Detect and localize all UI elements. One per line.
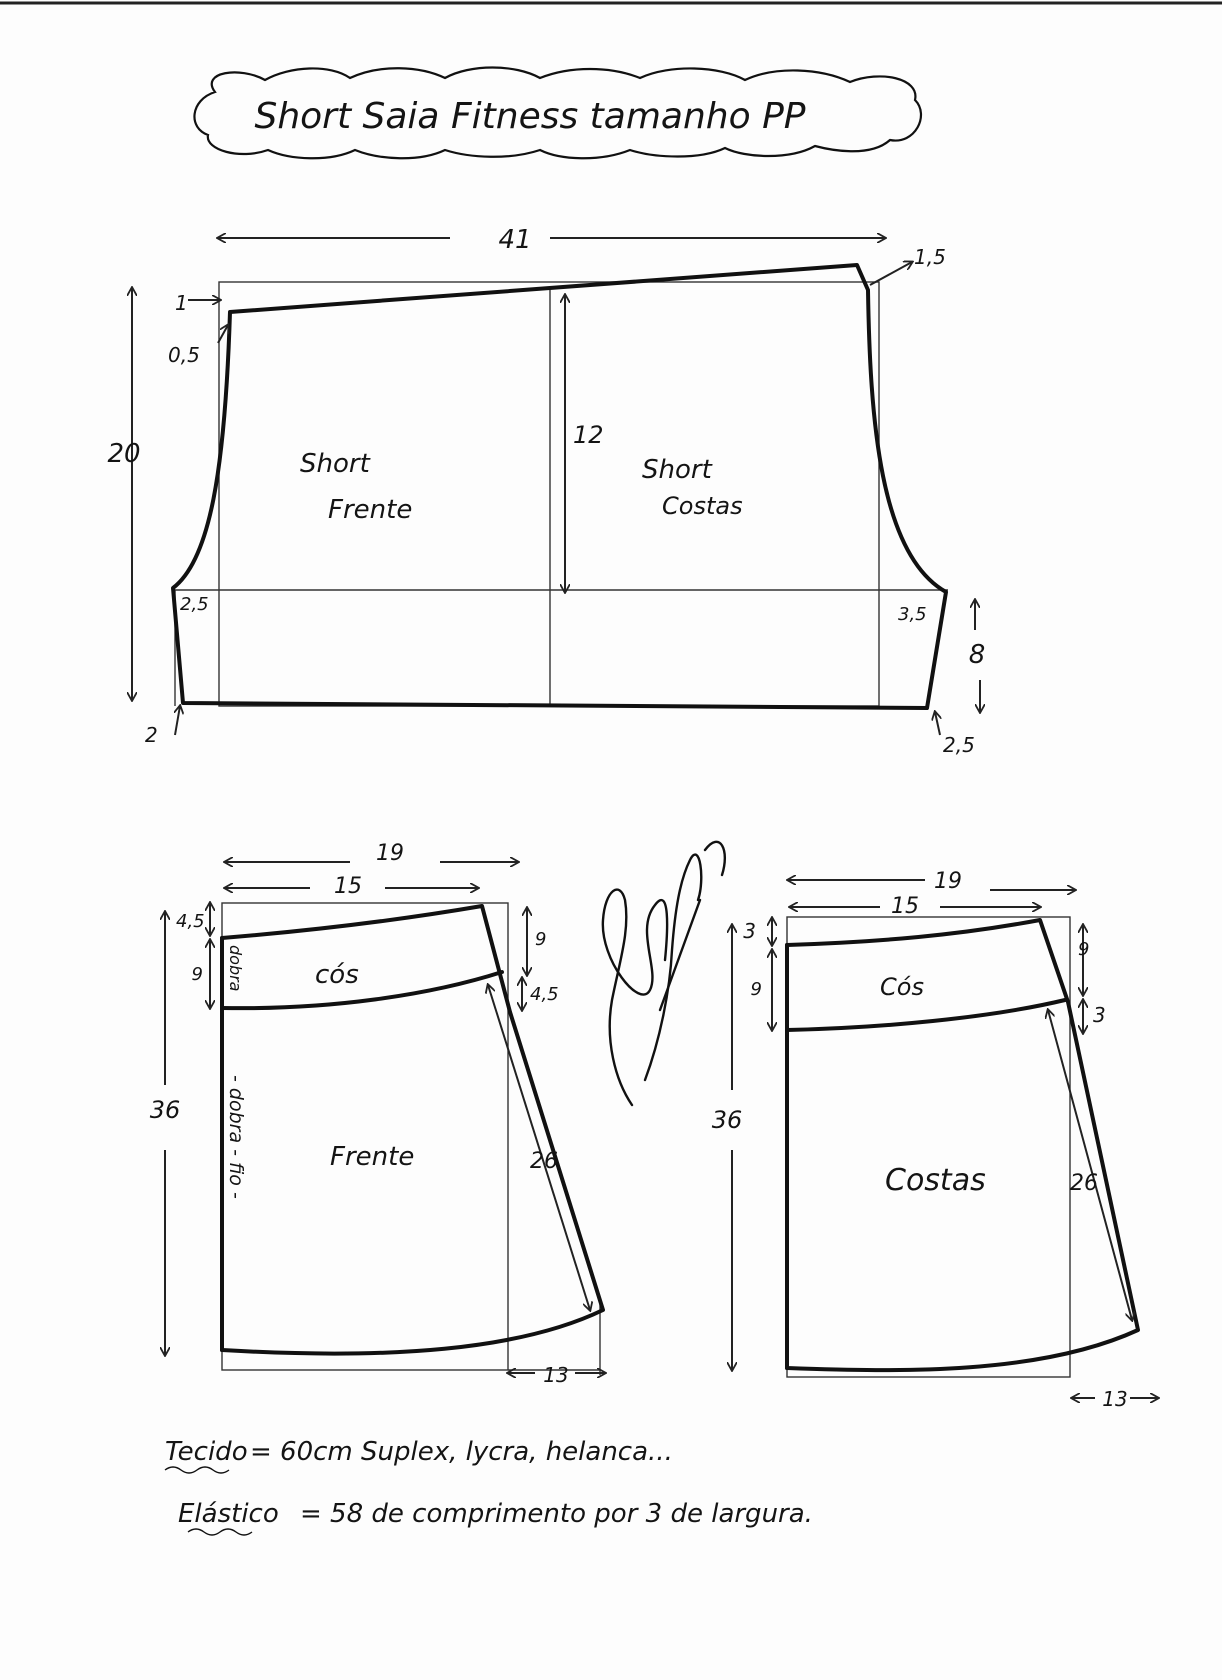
short-guide-rect [218, 281, 880, 707]
short-back-label-1: Short [642, 455, 713, 485]
skirt-front-fold-label: - dobra - fio - [225, 1075, 247, 1199]
skirt-front-length: 36 [150, 1096, 181, 1124]
short-height-label: 20 [107, 439, 140, 469]
skirt-front-labels: 19 15 4,5 9 dobra cós 9 4,5 36 - dobra -… [150, 841, 569, 1387]
skirt-front-hem-flare: 13 [543, 1363, 568, 1387]
page-title: Short Saia Fitness tamanho PP [254, 96, 805, 137]
skirt-front-outline [220, 904, 605, 1356]
notes: Tecido = 60cm Suplex, lycra, helanca... … [164, 1437, 813, 1536]
skirt-back-hem-flare: 13 [1102, 1387, 1127, 1411]
short-rise-label: 12 [573, 421, 604, 449]
skirt-front-side-length: 26 [530, 1149, 558, 1174]
skirt-back-width-outer: 19 [934, 869, 962, 894]
short-front-label-2: Frente [328, 495, 412, 525]
skirt-front-fold-band-label: dobra [226, 945, 245, 991]
skirt-back-width-inner: 15 [891, 894, 919, 919]
short-front-label-1: Short [300, 449, 371, 479]
short-leg-label: 8 [969, 640, 986, 670]
skirt-front-band-height: 9 [192, 964, 203, 985]
skirt-back-panel-label: Costas [885, 1163, 986, 1198]
skirt-front-guide-rect [221, 902, 509, 1371]
skirt-back-right-band: 9 [1078, 939, 1089, 960]
skirt-front-pattern [165, 862, 605, 1375]
short-top-drop-label: 1 [175, 291, 188, 315]
skirt-front-right-drop: 4,5 [530, 984, 559, 1005]
skirt-back-side-length: 26 [1070, 1171, 1098, 1196]
elastic-text: = 58 de comprimento por 3 de largura. [300, 1499, 813, 1529]
skirt-back-band-line [785, 998, 1067, 1032]
signature [601, 840, 727, 1107]
skirt-front-panel-label: Frente [330, 1142, 414, 1172]
short-top-raise-label: 1,5 [914, 245, 946, 269]
fabric-label: Tecido [165, 1437, 248, 1467]
skirt-front-band-line [220, 970, 504, 1011]
short-crotch-front-label: 2,5 [180, 594, 209, 615]
skirt-front-right-band: 9 [535, 929, 546, 950]
skirt-back-labels: 19 15 3 9 Cós 9 3 36 Costas 26 13 [712, 869, 1128, 1411]
title-cloud [193, 66, 922, 160]
skirt-front-width-outer: 19 [376, 841, 404, 866]
skirt-back-band-label: Cós [880, 973, 924, 1001]
short-outline [171, 263, 948, 710]
skirt-back-outline [785, 918, 1140, 1373]
skirt-back-length: 36 [712, 1106, 743, 1134]
short-hem-back-label: 2,5 [943, 733, 975, 757]
skirt-front-band-label: cós [315, 960, 359, 990]
short-pattern [132, 238, 980, 736]
elastic-label: Elástico [178, 1499, 279, 1529]
fabric-text: = 60cm Suplex, lycra, helanca... [250, 1437, 673, 1467]
skirt-back-guide-rect [786, 916, 1071, 1378]
skirt-front-width-inner: 15 [334, 874, 362, 899]
short-crotch-back-label: 3,5 [898, 604, 927, 625]
short-labels: 41 20 12 8 Short Frente Short Costas 1 0… [107, 225, 985, 757]
skirt-front-top-drop: 4,5 [176, 911, 205, 932]
short-width-label: 41 [498, 225, 531, 255]
skirt-back-band-height: 9 [751, 979, 762, 1000]
short-back-label-2: Costas [662, 492, 743, 520]
short-hem-front-label: 2 [145, 723, 158, 747]
skirt-back-pattern [732, 880, 1158, 1398]
skirt-back-right-drop: 3 [1093, 1003, 1106, 1027]
short-top-in-label: 0,5 [168, 343, 200, 367]
skirt-back-top-drop: 3 [743, 919, 756, 943]
